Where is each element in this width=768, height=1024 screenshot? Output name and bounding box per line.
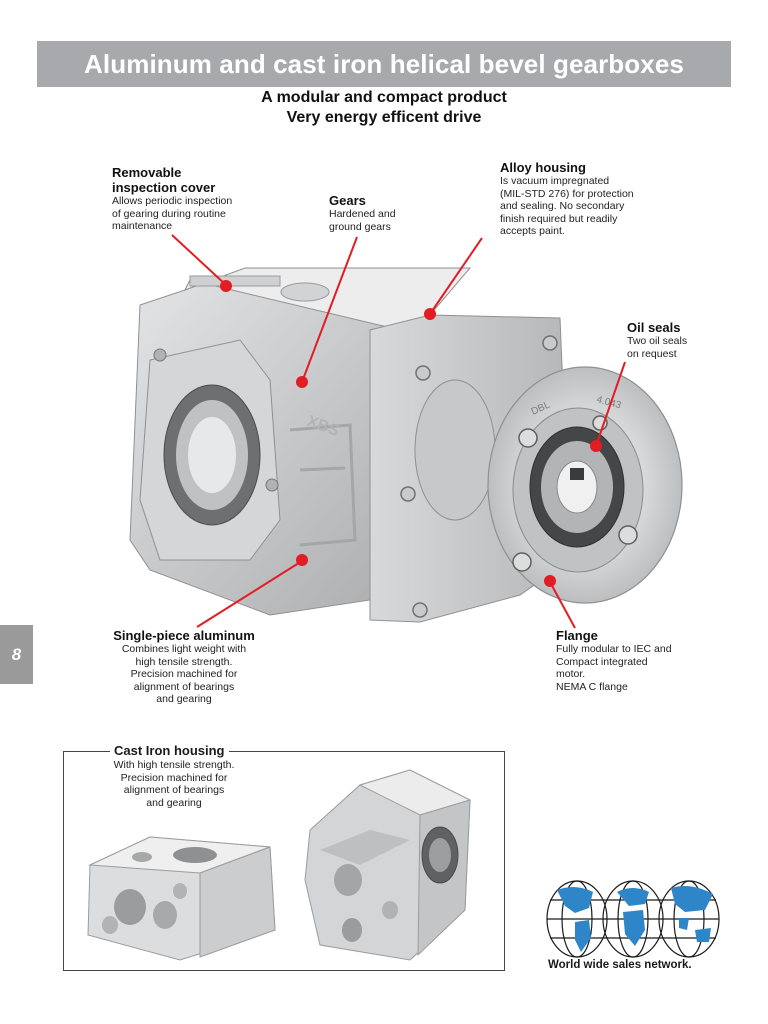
callout-desc-line: Compact integrated bbox=[556, 655, 648, 668]
callout-desc-line: motor. bbox=[556, 668, 586, 680]
callout-desc-line: ground gears bbox=[329, 220, 391, 233]
callout-desc-line: Fully modular to IEC and bbox=[556, 643, 672, 655]
globe-caption: World wide sales network. bbox=[548, 959, 692, 971]
subtitle-1: A modular and compact product bbox=[261, 89, 507, 106]
callout-inspection-cover: Removable inspection cover Allows period… bbox=[112, 165, 232, 233]
world-map-logo-icon bbox=[546, 880, 720, 958]
callout-title: Gears bbox=[329, 193, 366, 208]
callout-desc-line: accepts paint. bbox=[500, 225, 565, 237]
callout-desc-line: and sealing. No secondary bbox=[500, 200, 625, 212]
callout-desc-line: high tensile strength. bbox=[135, 655, 233, 668]
callout-title: Oil seals bbox=[627, 320, 681, 335]
callout-desc-line: Is vacuum impregnated bbox=[500, 175, 610, 187]
page-title: Aluminum and cast iron helical bevel gea… bbox=[37, 41, 731, 87]
callout-desc-line: Precision machined for bbox=[130, 668, 238, 680]
callout-desc-line: Combines light weight with bbox=[121, 643, 247, 655]
page-number-tab: 8 bbox=[0, 625, 33, 684]
cast-iron-desc: With high tensile strength. Precision ma… bbox=[96, 759, 252, 809]
callout-desc-line: NEMA C flange bbox=[556, 680, 628, 693]
cast-iron-desc-line: Precision machined for bbox=[120, 771, 228, 784]
cast-iron-housing-image-2 bbox=[304, 769, 472, 961]
cast-iron-desc-line: alignment of bearings bbox=[123, 784, 225, 796]
cast-iron-panel bbox=[63, 751, 505, 971]
subtitle-2: Very energy efficent drive bbox=[286, 109, 482, 126]
gearbox-illustration: XBS 4.043 DBL bbox=[129, 234, 683, 629]
callout-gears: Gears Hardened and ground gears bbox=[329, 193, 396, 233]
callout-alloy-housing: Alloy housing Is vacuum impregnated (MIL… bbox=[500, 160, 634, 238]
callout-desc-line: of gearing during routine bbox=[112, 207, 226, 220]
callout-title: Flange bbox=[556, 628, 598, 643]
callout-desc-line: on request bbox=[627, 347, 677, 360]
callout-desc-line: Allows periodic inspection bbox=[112, 195, 233, 207]
callout-desc-line: Hardened and bbox=[329, 208, 396, 220]
callout-title: Removable bbox=[112, 165, 182, 180]
cast-iron-housing-image-1 bbox=[87, 836, 276, 961]
cast-iron-desc-line: With high tensile strength. bbox=[113, 759, 235, 771]
cast-iron-desc-line: and gearing bbox=[146, 796, 202, 809]
callout-title: Single-piece aluminum bbox=[113, 628, 255, 643]
callout-desc-line: finish required but readily bbox=[500, 212, 618, 225]
callout-flange: Flange Fully modular to IEC and Compact … bbox=[556, 628, 672, 693]
callout-title: inspection cover bbox=[112, 180, 216, 195]
callout-title: Alloy housing bbox=[500, 160, 586, 175]
callout-desc-line: Two oil seals bbox=[627, 335, 688, 347]
callout-desc-line: alignment of bearings bbox=[133, 680, 235, 693]
callout-single-piece-aluminum: Single-piece aluminum Combines light wei… bbox=[96, 628, 272, 706]
callout-oil-seals: Oil seals Two oil seals on request bbox=[627, 320, 687, 360]
callout-desc-line: (MIL-STD 276) for protection bbox=[500, 187, 634, 200]
cast-iron-title: Cast Iron housing bbox=[110, 743, 229, 758]
output-flange: 4.043 DBL bbox=[414, 366, 683, 604]
callout-desc-line: maintenance bbox=[112, 220, 173, 232]
callout-lines bbox=[171, 234, 626, 629]
callout-desc-line: and gearing bbox=[156, 693, 212, 705]
